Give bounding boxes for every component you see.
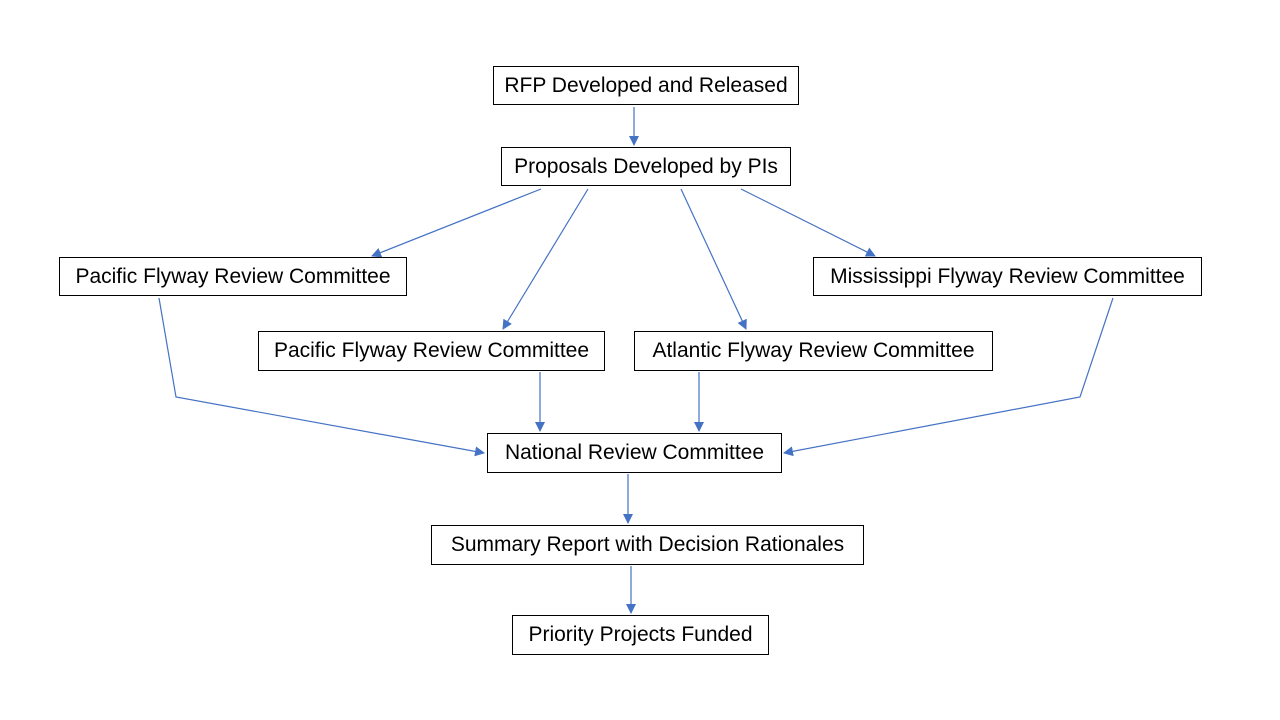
node-national-review-committee: National Review Committee: [487, 433, 782, 473]
arrow-proposals-to-mississippi: [740, 188, 876, 257]
node-mississippi-flyway-committee: Mississippi Flyway Review Committee: [813, 257, 1202, 296]
arrow-proposals-to-pacific-2: [502, 188, 589, 330]
arrow-proposals-to-pacific-1: [371, 188, 542, 258]
node-summary-report: Summary Report with Decision Rationales: [431, 525, 864, 565]
node-proposals-developed: Proposals Developed by PIs: [501, 147, 791, 186]
arrow-mississippi-to-national: [783, 297, 1114, 457]
node-rfp-developed: RFP Developed and Released: [493, 66, 799, 105]
node-priority-projects-funded: Priority Projects Funded: [512, 615, 769, 655]
node-pacific-flyway-committee-2: Pacific Flyway Review Committee: [258, 331, 605, 371]
arrow-pacific-1-to-national: [158, 297, 485, 457]
node-pacific-flyway-committee-1: Pacific Flyway Review Committee: [59, 257, 407, 296]
node-atlantic-flyway-committee: Atlantic Flyway Review Committee: [634, 331, 993, 371]
arrow-proposals-to-atlantic: [680, 188, 747, 330]
